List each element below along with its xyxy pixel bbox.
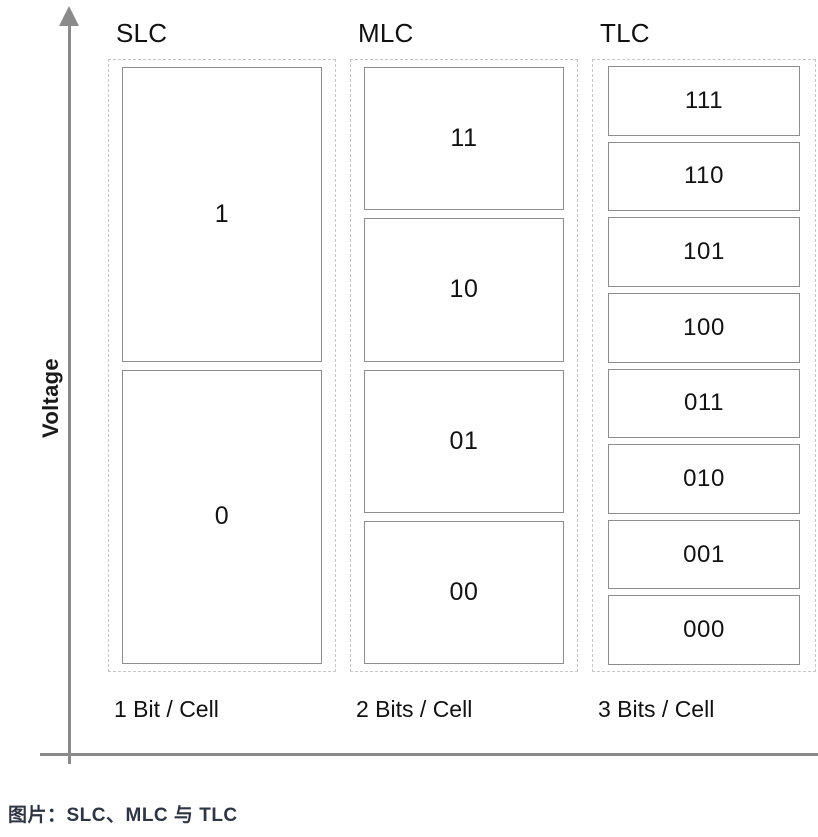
column-footer-mlc: 2 Bits / Cell	[356, 696, 473, 722]
figure-caption: 图片：SLC、MLC 与 TLC	[8, 805, 238, 826]
cell-list-mlc: 11 10 01 00	[350, 59, 578, 672]
cell-level: 110	[608, 141, 800, 212]
cell-list-slc: 1 0	[108, 59, 336, 672]
y-axis-label: Voltage	[38, 358, 63, 438]
column-footer-tlc: 3 Bits / Cell	[598, 696, 715, 722]
up-arrow-icon	[59, 6, 79, 26]
cell-level: 101	[608, 217, 800, 287]
cell-level: 010	[608, 444, 800, 514]
cell-level: 10	[364, 218, 564, 362]
column-mlc: MLC 11 10 01 00 2 Bits / Cell	[350, 0, 578, 737]
column-tlc: TLC 111 110 101 100 011 010 001 000 3 Bi…	[592, 0, 816, 737]
cell-level: 000	[608, 595, 800, 665]
x-axis-line	[40, 753, 818, 756]
cell-list-tlc: 111 110 101 100 011 010 001 000	[592, 59, 816, 672]
cell-level: 100	[608, 292, 800, 363]
column-footer-slc: 1 Bit / Cell	[114, 696, 219, 722]
cell-level: 11	[364, 67, 564, 211]
cell-level: 011	[608, 368, 800, 439]
cell-level: 1	[122, 67, 322, 362]
y-axis-line	[68, 22, 71, 764]
cell-level: 00	[364, 520, 564, 664]
column-header-tlc: TLC	[600, 18, 650, 48]
column-group-tlc	[592, 59, 816, 672]
cell-level: 01	[364, 369, 564, 513]
cell-level: 111	[608, 66, 800, 136]
column-header-slc: SLC	[116, 18, 168, 48]
cell-level: 001	[608, 519, 800, 590]
column-group-slc	[108, 59, 336, 672]
column-slc: SLC 1 0 1 Bit / Cell	[108, 0, 336, 737]
cell-level: 0	[122, 369, 322, 664]
column-header-mlc: MLC	[358, 18, 414, 48]
column-group-mlc	[350, 59, 578, 672]
